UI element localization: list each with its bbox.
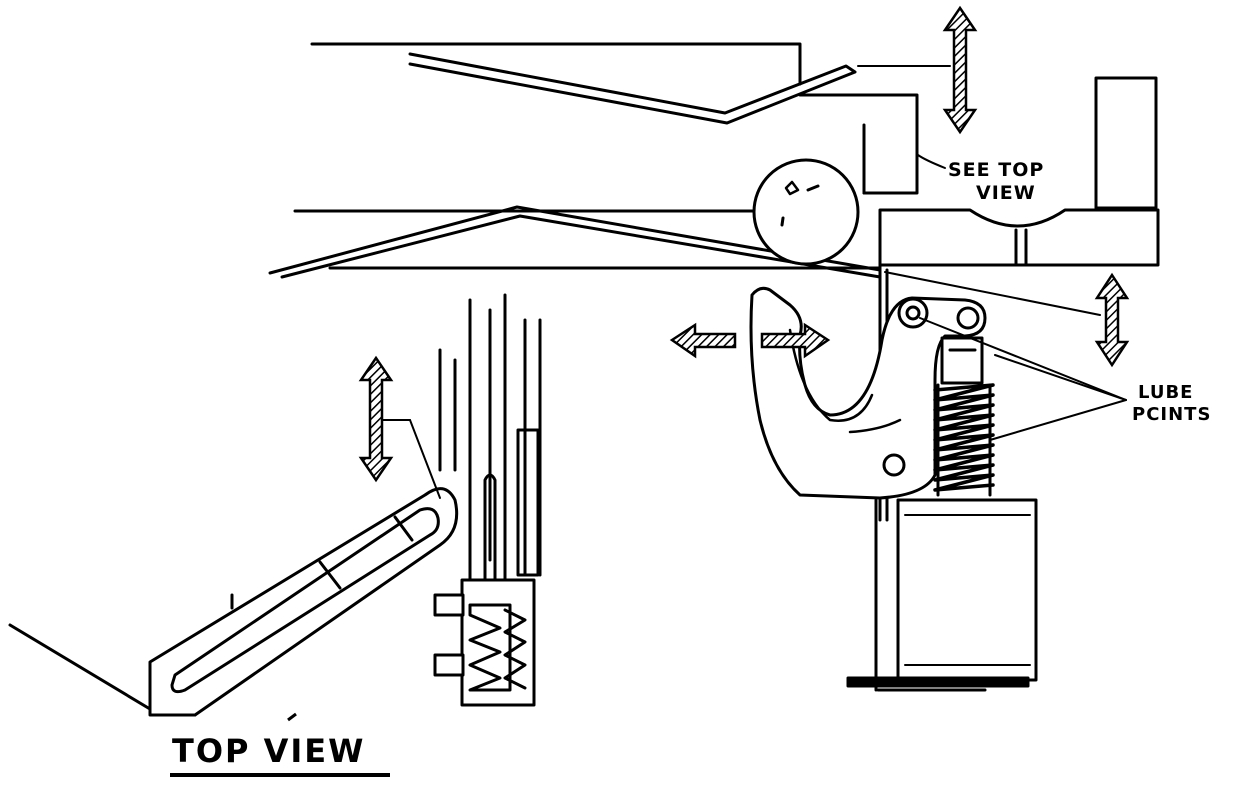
top-view-underline [170,773,390,777]
double-arrow-right [1094,272,1130,368]
horizontal-arrow-right [760,322,831,359]
double-arrow-top [942,5,978,135]
see-top-view-label-line2: VIEW [976,182,1036,204]
lube-points-label-line1: LUBE [1138,382,1194,403]
cup-block [878,76,1160,522]
lower-rail [268,205,882,279]
lube-points-label-line2: PCINTS [1132,404,1212,425]
horizontal-arrow-left [669,322,737,359]
see-top-view-label-line1: SEE TOP [948,159,1045,181]
double-arrow-left-view [358,355,394,483]
leader-lines [381,65,1127,499]
stray-mark [287,712,297,722]
kicker-hook [749,286,987,500]
upper-rail [310,42,919,195]
ball [752,158,860,266]
solenoid-coil [846,498,1038,692]
top-view-title: TOP VIEW [172,732,366,770]
spring [933,336,995,497]
top-view-drawing [8,293,542,717]
